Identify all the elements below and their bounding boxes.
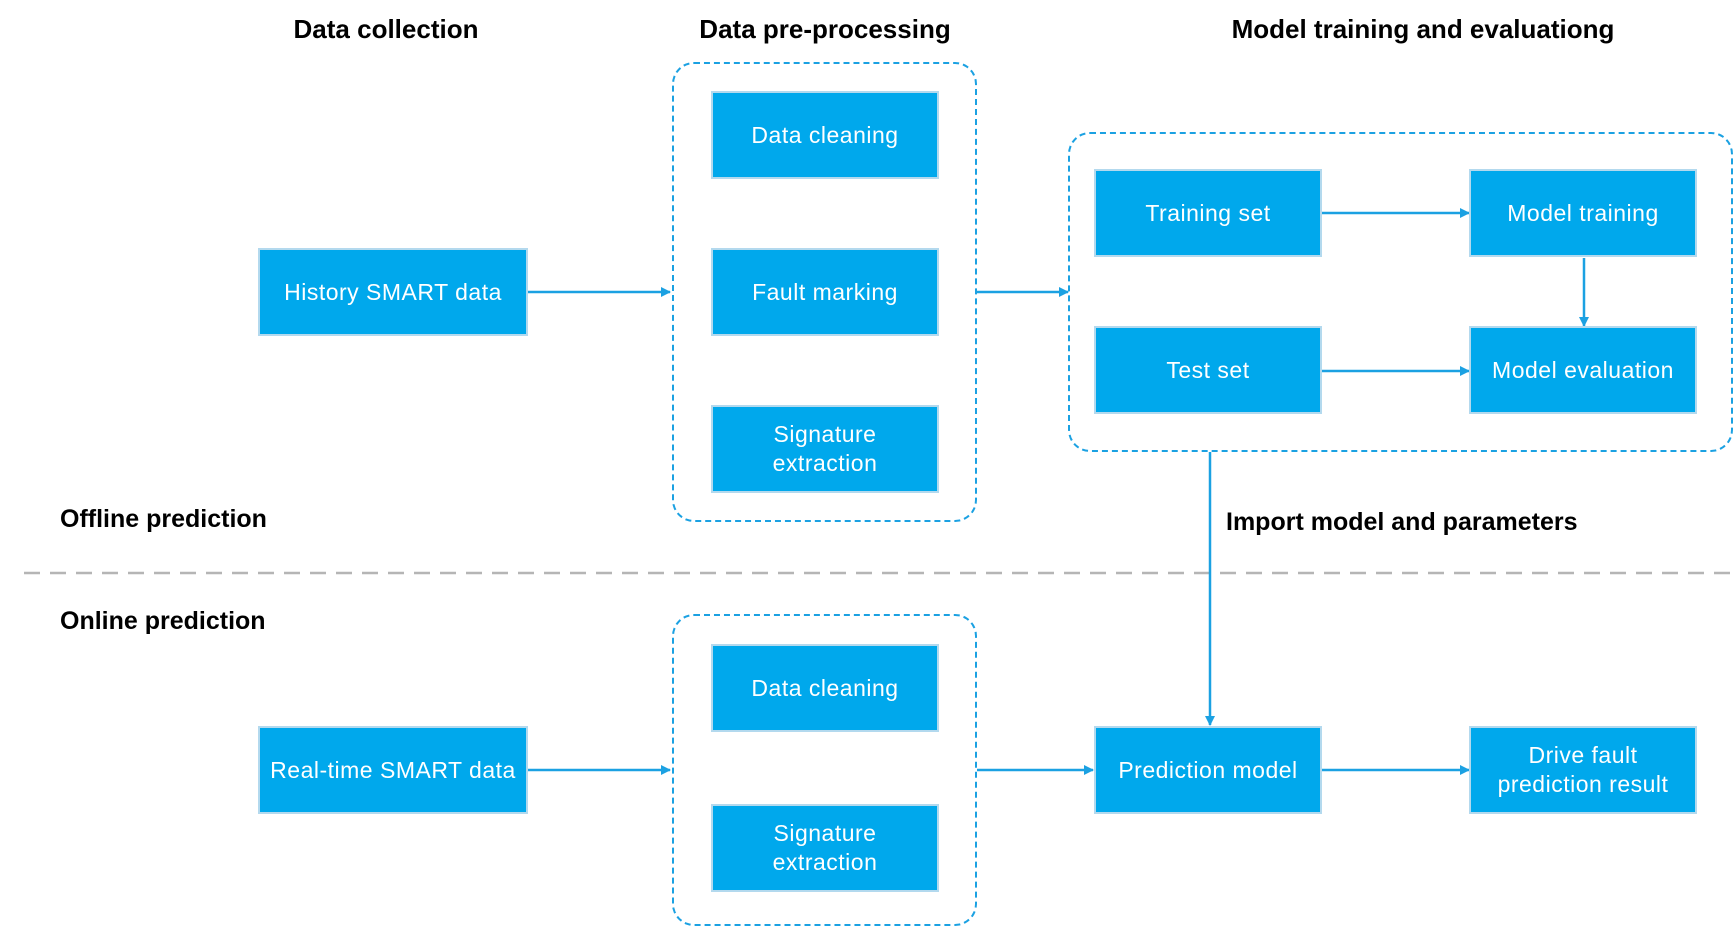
- node-data-cleaning-offline: Data cleaning: [711, 91, 939, 179]
- label-import-model: Import model and parameters: [1226, 508, 1578, 536]
- node-prediction-model: Prediction model: [1094, 726, 1322, 814]
- heading-data-preprocessing: Data pre-processing: [699, 14, 951, 44]
- node-history-smart-data: History SMART data: [258, 248, 528, 336]
- node-data-cleaning-online: Data cleaning: [711, 644, 939, 732]
- group-preprocessing-offline: [672, 62, 977, 522]
- node-drive-fault-prediction-result: Drive fault prediction result: [1469, 726, 1697, 814]
- heading-model-training: Model training and evaluationg: [1231, 14, 1615, 44]
- heading-data-collection: Data collection: [293, 14, 479, 44]
- group-model-training: [1068, 132, 1733, 452]
- label-online-prediction: Online prediction: [60, 607, 266, 635]
- group-preprocessing-online: [672, 614, 977, 926]
- label-offline-prediction: Offline prediction: [60, 505, 267, 533]
- node-model-training: Model training: [1469, 169, 1697, 257]
- node-fault-marking: Fault marking: [711, 248, 939, 336]
- node-test-set: Test set: [1094, 326, 1322, 414]
- node-signature-extraction-offline: Signature extraction: [711, 405, 939, 493]
- node-signature-extraction-online: Signature extraction: [711, 804, 939, 892]
- node-realtime-smart-data: Real-time SMART data: [258, 726, 528, 814]
- node-training-set: Training set: [1094, 169, 1322, 257]
- node-model-evaluation: Model evaluation: [1469, 326, 1697, 414]
